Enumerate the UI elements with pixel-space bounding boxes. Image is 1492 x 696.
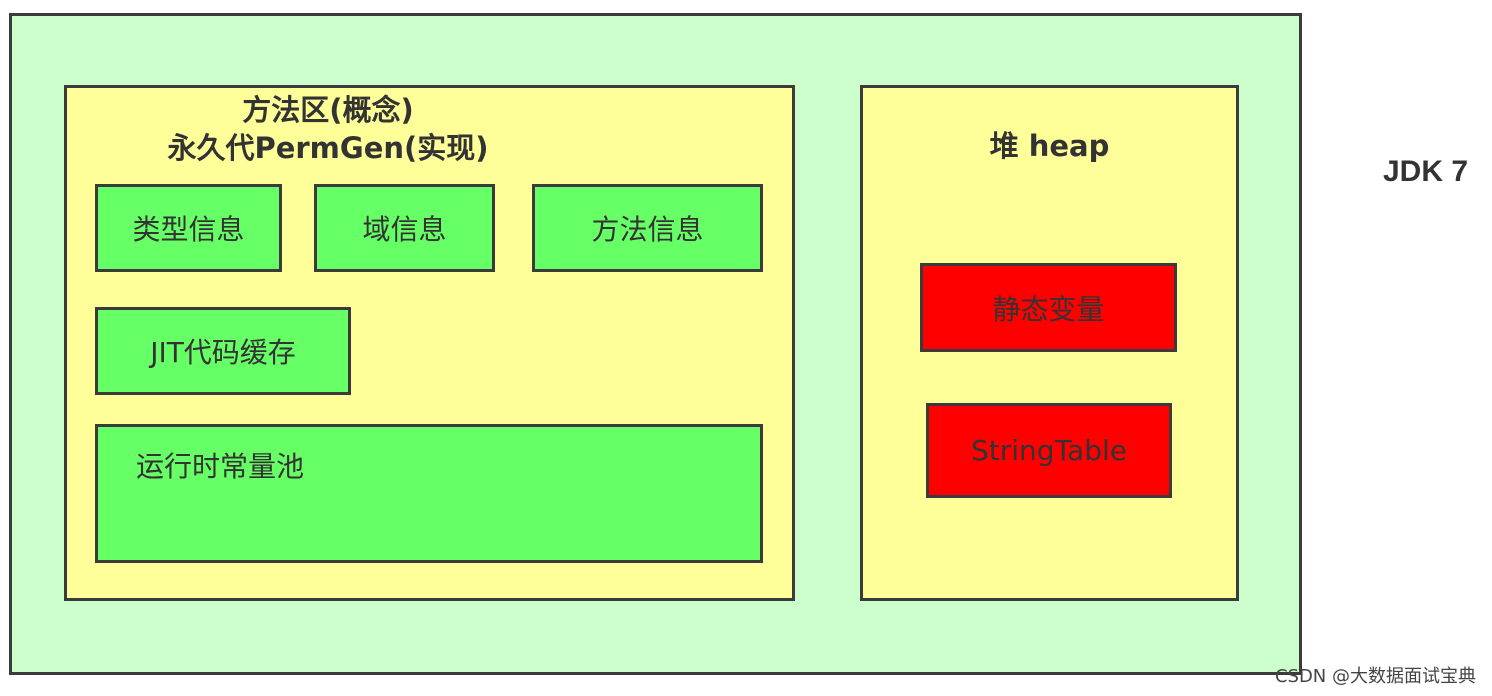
method-area-title-line2: 永久代PermGen(实现) xyxy=(167,131,489,165)
method-info-box: 方法信息 xyxy=(532,184,763,272)
type-info-box: 类型信息 xyxy=(95,184,282,272)
runtime-constant-pool-box: 运行时常量池 xyxy=(95,424,763,563)
jdk-version-label: JDK 7 xyxy=(1383,155,1469,188)
field-info-box: 域信息 xyxy=(314,184,495,272)
string-table-box: StringTable xyxy=(926,403,1172,498)
static-variables-box: 静态变量 xyxy=(920,263,1177,352)
method-area-title-line1: 方法区(概念) xyxy=(242,93,414,127)
jit-code-cache-box: JIT代码缓存 xyxy=(95,307,351,395)
watermark: CSDN @大数据面试宝典 xyxy=(1274,666,1476,687)
heap-title: 堆 heap xyxy=(989,129,1110,163)
runtime-constant-pool-label: 运行时常量池 xyxy=(136,450,305,483)
